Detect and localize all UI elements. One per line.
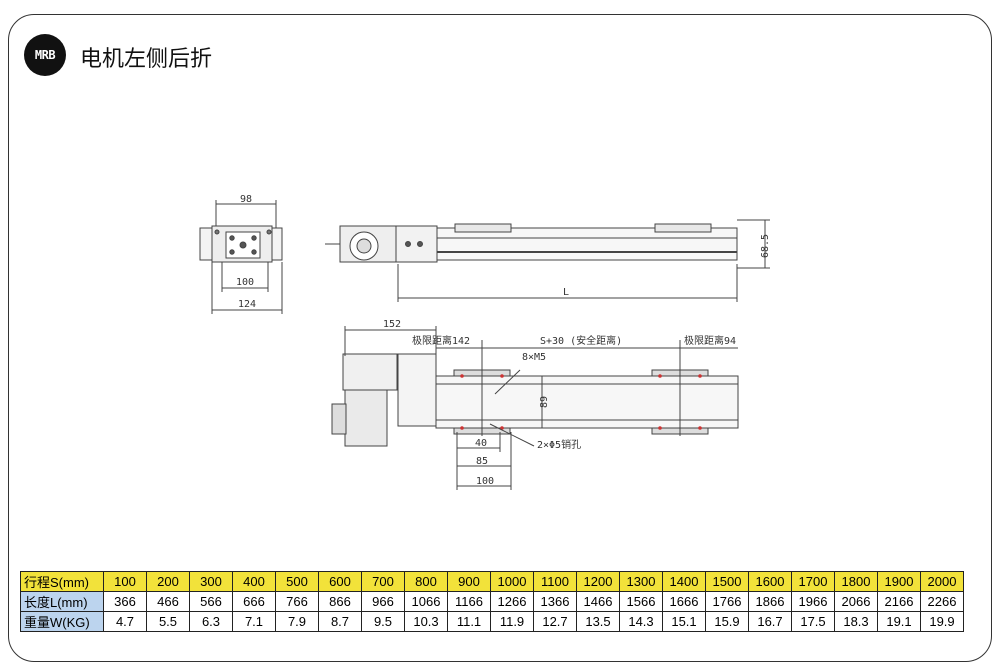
table-cell: 12.7 [533, 611, 577, 632]
table-cell: 600 [318, 571, 362, 592]
dim-100-bottom: 100 [476, 476, 494, 487]
page-frame [8, 14, 992, 662]
table-cell: 1766 [705, 591, 749, 612]
table-cell: 1500 [705, 571, 749, 592]
table-cell: 15.1 [662, 611, 706, 632]
table-cell: 1200 [576, 571, 620, 592]
table-cell: 966 [361, 591, 405, 612]
table-cell: 7.1 [232, 611, 276, 632]
dim-98: 98 [240, 194, 252, 205]
table-cell: 100 [103, 571, 147, 592]
table-cell: 1400 [662, 571, 706, 592]
table-cell: 1700 [791, 571, 835, 592]
table-cell: 500 [275, 571, 319, 592]
model-badge: MRB [24, 34, 66, 76]
table-cell: 1100 [533, 571, 577, 592]
table-cell: 1900 [877, 571, 921, 592]
row-header: 行程S(mm) [20, 571, 104, 592]
row-header: 长度L(mm) [20, 591, 104, 612]
row-header: 重量W(KG) [20, 611, 104, 632]
top-view [331, 326, 739, 490]
dim-L: L [563, 287, 569, 298]
table-cell: 1300 [619, 571, 663, 592]
dim-124: 124 [238, 299, 256, 310]
table-cell: 17.5 [791, 611, 835, 632]
table-cell: 15.9 [705, 611, 749, 632]
table-cell: 1966 [791, 591, 835, 612]
table-cell: 14.3 [619, 611, 663, 632]
table-cell: 1666 [662, 591, 706, 612]
table-cell: 466 [146, 591, 190, 612]
table-cell: 11.9 [490, 611, 534, 632]
table-cell: 1466 [576, 591, 620, 612]
page-title: 电机左侧后折 [80, 47, 213, 72]
table-cell: 666 [232, 591, 276, 612]
end-view [199, 200, 283, 314]
holes-m5-label: 8×M5 [522, 352, 546, 363]
table-cell: 13.5 [576, 611, 620, 632]
table-cell: 8.7 [318, 611, 362, 632]
table-cell: 19.9 [920, 611, 964, 632]
table-cell: 4.7 [103, 611, 147, 632]
table-cell: 1566 [619, 591, 663, 612]
table-cell: 6.3 [189, 611, 233, 632]
table-cell: 10.3 [404, 611, 448, 632]
limit-left-label: 极限距离142 [412, 334, 470, 347]
technical-drawing: 98 100 124 L 68.5 152 极限距离142 S+30 (安全距离… [199, 194, 771, 490]
table-cell: 5.5 [146, 611, 190, 632]
dim-68-5: 68.5 [760, 234, 771, 258]
table-cell: 1266 [490, 591, 534, 612]
table-cell: 1866 [748, 591, 792, 612]
table-cell: 800 [404, 571, 448, 592]
table-cell: 9.5 [361, 611, 405, 632]
table-cell: 11.1 [447, 611, 491, 632]
dim-89: 89 [539, 396, 550, 408]
table-row: 行程S(mm) 100 200 300 400 500 600 700 800 … [20, 571, 964, 592]
table-cell: 766 [275, 591, 319, 612]
table-cell: 2000 [920, 571, 964, 592]
table-cell: 1600 [748, 571, 792, 592]
table-cell: 2066 [834, 591, 878, 612]
table-cell: 700 [361, 571, 405, 592]
table-cell: 400 [232, 571, 276, 592]
dim-40: 40 [475, 438, 487, 449]
table-cell: 900 [447, 571, 491, 592]
table-cell: 7.9 [275, 611, 319, 632]
spec-table: 行程S(mm) 100 200 300 400 500 600 700 800 … [20, 571, 964, 632]
table-cell: 19.1 [877, 611, 921, 632]
table-row: 重量W(KG) 4.7 5.5 6.3 7.1 7.9 8.7 9.5 10.3… [20, 611, 964, 632]
side-view [325, 219, 770, 302]
table-cell: 866 [318, 591, 362, 612]
table-cell: 2166 [877, 591, 921, 612]
table-cell: 300 [189, 571, 233, 592]
table-cell: 1800 [834, 571, 878, 592]
table-cell: 2266 [920, 591, 964, 612]
table-cell: 366 [103, 591, 147, 612]
dim-152: 152 [383, 319, 401, 330]
table-row: 长度L(mm) 366 466 566 666 766 866 966 1066… [20, 591, 964, 612]
stroke-safe-label: S+30 (安全距离) [540, 334, 622, 347]
table-cell: 1066 [404, 591, 448, 612]
table-cell: 1166 [447, 591, 491, 612]
table-cell: 566 [189, 591, 233, 612]
holes-5-label: 2×Φ5销孔 [537, 438, 581, 451]
limit-right-label: 极限距离94 [684, 334, 736, 347]
table-cell: 1000 [490, 571, 534, 592]
table-cell: 1366 [533, 591, 577, 612]
dim-85: 85 [476, 456, 488, 467]
table-cell: 16.7 [748, 611, 792, 632]
dim-100-top: 100 [236, 277, 254, 288]
table-cell: 200 [146, 571, 190, 592]
table-cell: 18.3 [834, 611, 878, 632]
